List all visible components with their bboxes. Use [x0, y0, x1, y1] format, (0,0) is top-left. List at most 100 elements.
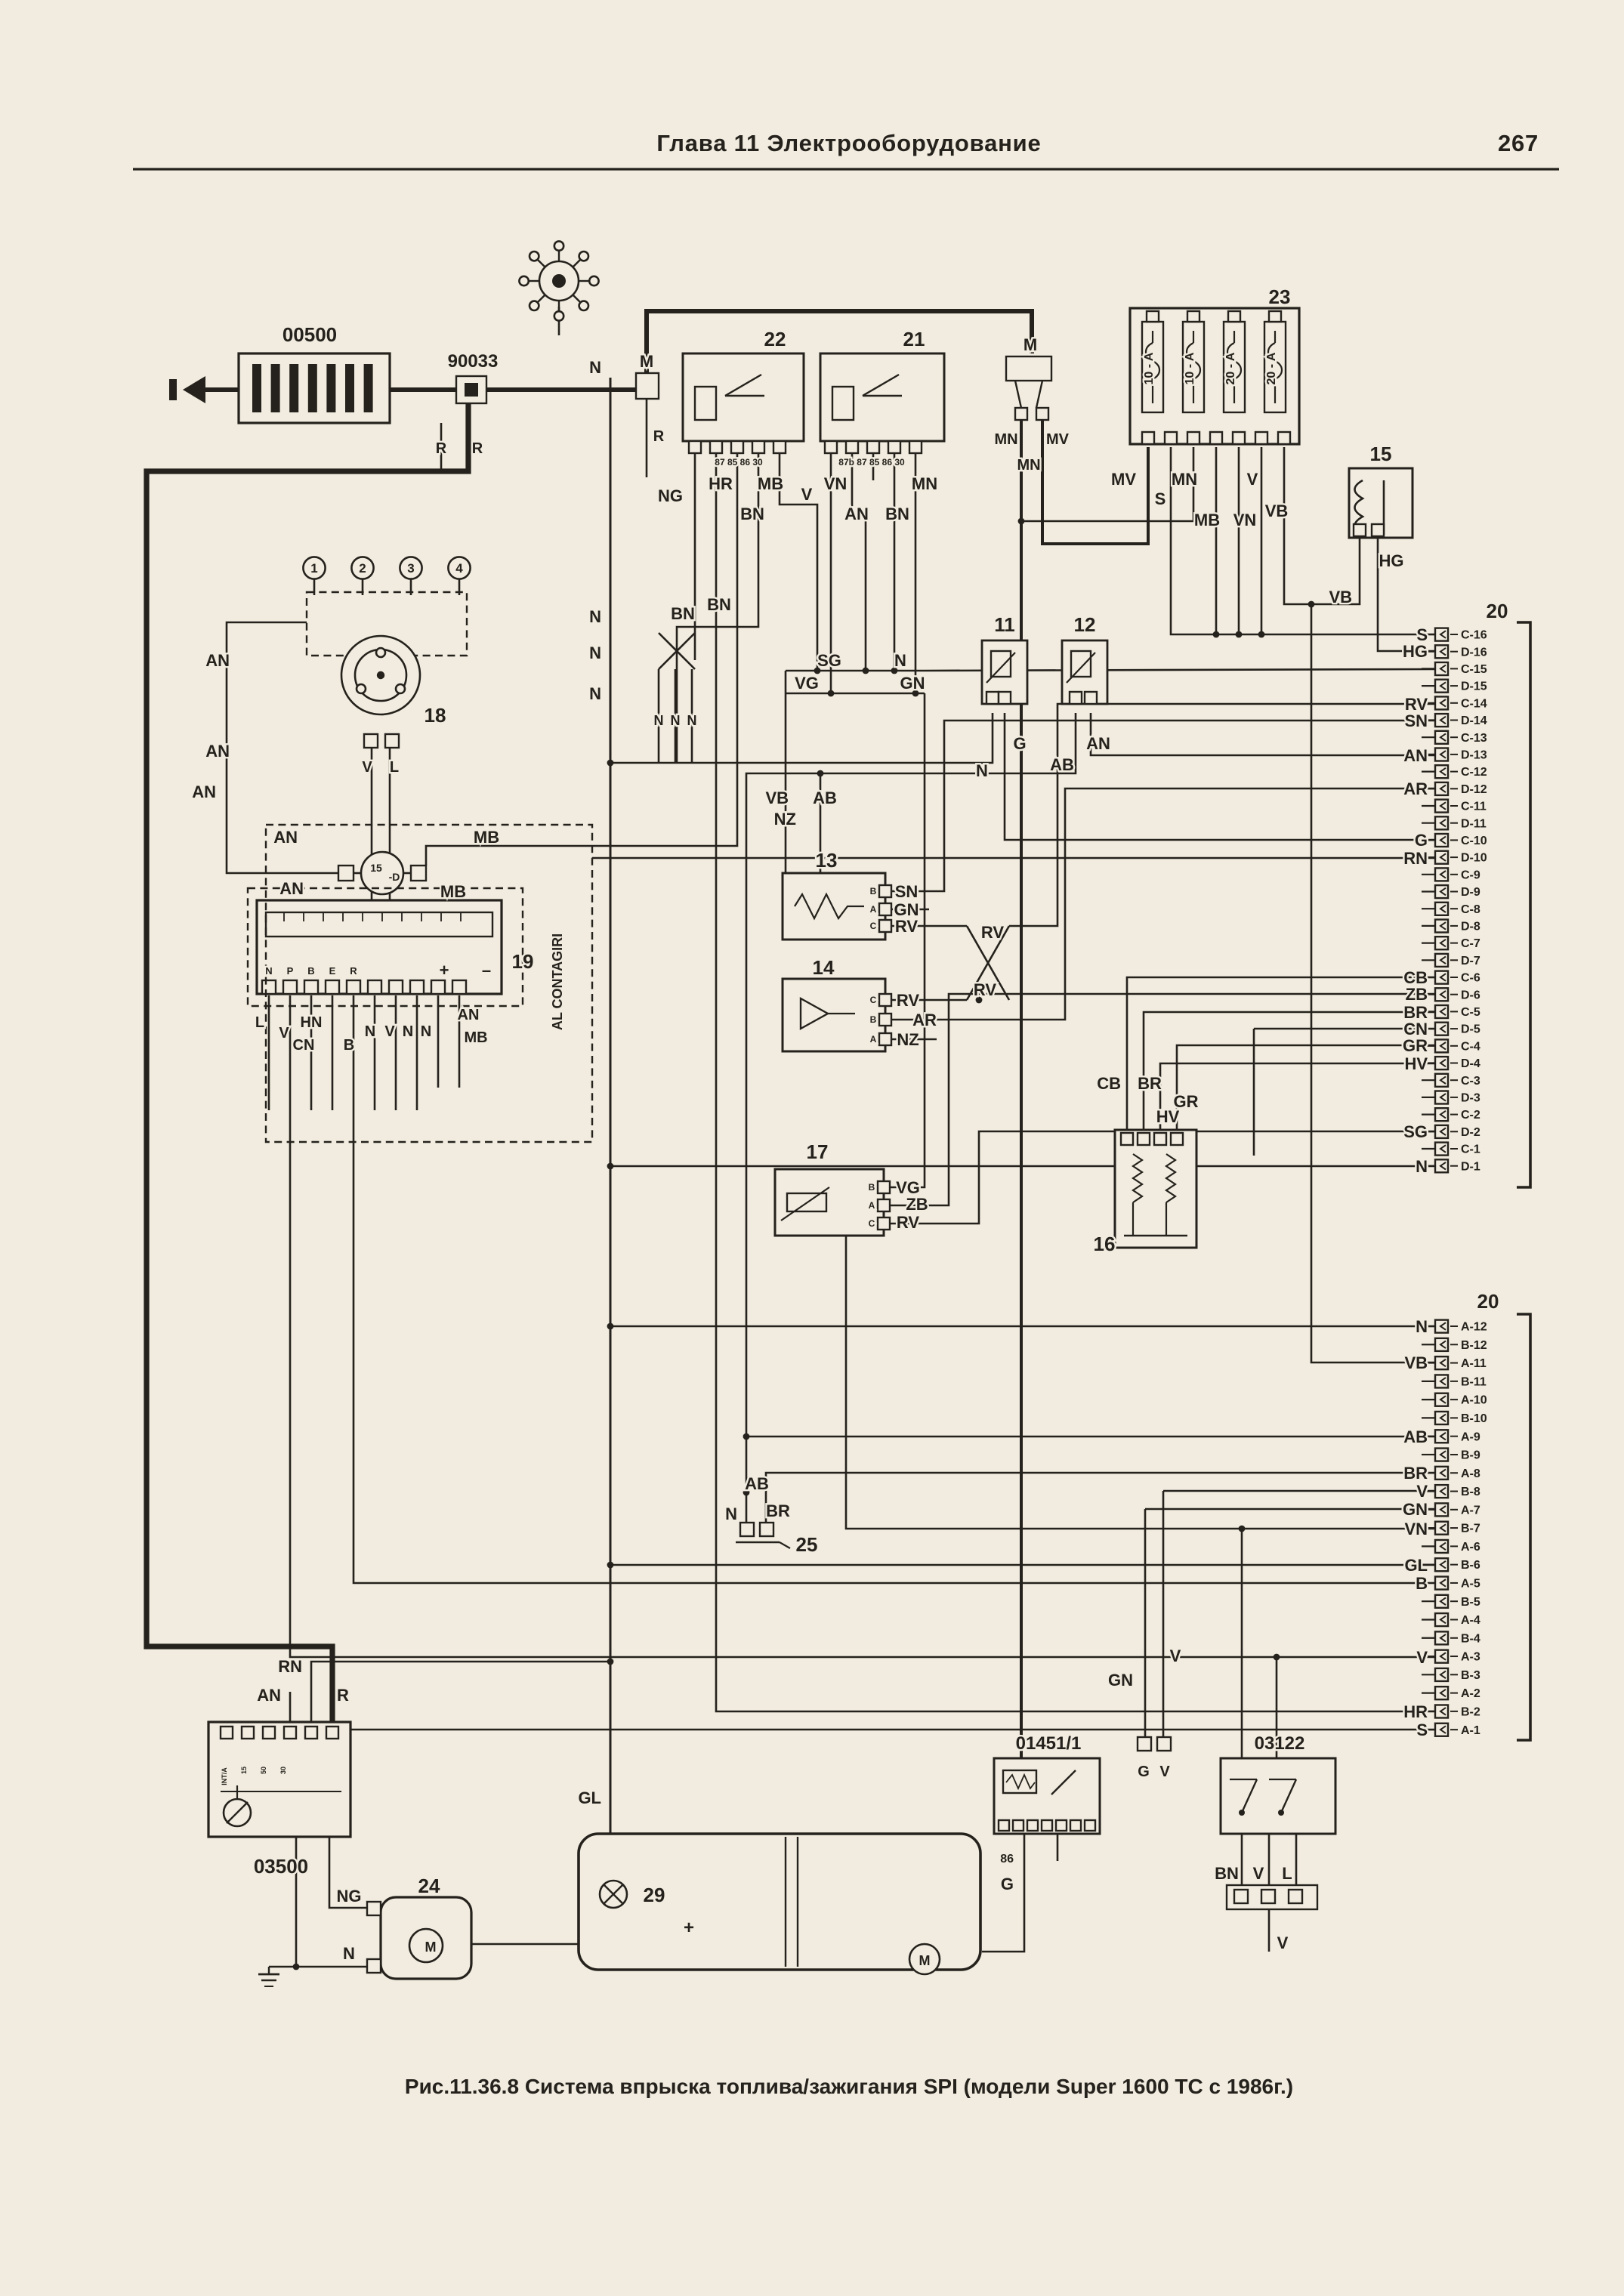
label-hv: HV: [1156, 1107, 1180, 1126]
label--: –: [482, 961, 491, 980]
label-a-4: A-4: [1461, 1614, 1480, 1627]
circle: [552, 274, 566, 288]
pin: [1287, 1888, 1304, 1905]
junction-dot: [292, 1963, 300, 1970]
pin: [1026, 1819, 1039, 1832]
wire: [310, 1660, 610, 1722]
junction-dot: [743, 1433, 750, 1440]
label-c: C: [870, 921, 877, 931]
label-hg: HG: [1403, 642, 1428, 661]
component-switch-03122: [1219, 1757, 1337, 1911]
label-15: 15: [370, 862, 382, 874]
circle: [394, 683, 406, 695]
label-ar: AR: [1403, 779, 1428, 798]
injector-symbol: [799, 996, 830, 1031]
label-gn: GN: [900, 674, 925, 693]
wire: [352, 995, 1435, 1585]
label-mb: MB: [474, 828, 499, 847]
pin: [283, 1725, 298, 1740]
label-n: N: [654, 713, 664, 728]
component-sensor-12: [1061, 639, 1109, 705]
label-b-5: B-5: [1461, 1596, 1480, 1609]
coil-pin: [1352, 523, 1367, 538]
label-b: B: [1416, 1574, 1428, 1593]
fuse-pin: [1277, 430, 1292, 446]
label-c: C: [870, 995, 877, 1005]
cluster-pin: [387, 979, 404, 995]
junction-dot: [607, 1561, 614, 1569]
label-an: AN: [192, 782, 216, 801]
label-c-3: C-3: [1461, 1075, 1480, 1088]
junction-dot: [1212, 631, 1220, 638]
junction-dot: [814, 667, 821, 674]
pin-chevron-icon: [1439, 1007, 1446, 1017]
label-an: AN: [205, 651, 230, 670]
pin-chevron-icon: [1439, 921, 1446, 930]
label-a-12: A-12: [1461, 1321, 1487, 1334]
label-a: A: [870, 1034, 877, 1045]
label-a-11: A-11: [1461, 1357, 1487, 1370]
coil-bar: [326, 364, 336, 412]
junction-dot: [1017, 517, 1025, 525]
label-d-15: D-15: [1461, 680, 1487, 693]
label-b-7: B-7: [1461, 1523, 1480, 1535]
label-br: BR: [1403, 1003, 1428, 1022]
relay-pin: [908, 440, 923, 455]
label-g: G: [1013, 734, 1026, 753]
label-d-4: D-4: [1461, 1057, 1480, 1070]
wire: [1376, 536, 1435, 653]
cluster-pin: [345, 979, 362, 995]
pin-chevron-icon: [1439, 733, 1446, 742]
pin-chevron-icon: [1439, 1541, 1446, 1551]
cap-terminal: [528, 300, 540, 312]
pin-chevron-icon: [1439, 1358, 1446, 1368]
wire: [658, 632, 696, 670]
dist-pin: [363, 733, 379, 749]
label-25: 25: [796, 1533, 818, 1556]
circle: [350, 556, 375, 580]
pin-chevron-icon: [1439, 1652, 1446, 1661]
pin: [240, 1725, 255, 1740]
pin: [261, 1725, 276, 1740]
label-n: N: [365, 1023, 375, 1040]
label-mb: MB: [758, 474, 783, 493]
label-d-16: D-16: [1461, 646, 1487, 659]
pin-chevron-icon: [1439, 904, 1446, 913]
wire: [715, 453, 1435, 1713]
pin: [1068, 690, 1083, 705]
component-injector-14: [781, 977, 893, 1053]
pin: [876, 1198, 891, 1213]
label-b-8: B-8: [1461, 1486, 1480, 1498]
label-gl: GL: [578, 1788, 601, 1807]
pin-chevron-icon: [1439, 1578, 1446, 1588]
label-a-9: A-9: [1461, 1430, 1480, 1443]
component-module-13: [781, 872, 893, 941]
label-g: G: [1001, 1875, 1014, 1893]
label-m: M: [919, 1953, 931, 1968]
label--: +: [684, 1918, 694, 1938]
junction-dot: [1273, 1653, 1280, 1661]
label-l: L: [390, 759, 399, 776]
label-bn: BN: [1215, 1864, 1239, 1883]
label-1: 1: [310, 561, 317, 576]
wire: [885, 787, 1435, 1021]
label-87b-87-85-86-30: 87b 87 85 86 30: [838, 457, 905, 468]
pin: [366, 1900, 382, 1917]
label-cn: CN: [293, 1037, 315, 1054]
wire: [1240, 1779, 1258, 1813]
pin-chevron-icon: [1439, 1162, 1446, 1171]
label-rv: RV: [895, 917, 918, 936]
pin: [878, 1032, 893, 1047]
label-mn: MN: [994, 431, 1017, 448]
pin-chevron-icon: [1439, 1127, 1446, 1136]
label-a-5: A-5: [1461, 1578, 1480, 1591]
pin-chevron-icon: [1439, 990, 1446, 999]
label-87-85-86-30: 87 85 86 30: [715, 457, 763, 468]
wire: [778, 453, 819, 671]
pin-chevron-icon: [1439, 750, 1446, 759]
pin-chevron-icon: [1439, 699, 1446, 708]
connectors-layer: C-16D-16C-15D-15C-14D-14C-13D-13C-12D-12…: [1422, 621, 1532, 1742]
wire: [1066, 652, 1096, 684]
component-ignition-switch-03500: [207, 1720, 352, 1838]
